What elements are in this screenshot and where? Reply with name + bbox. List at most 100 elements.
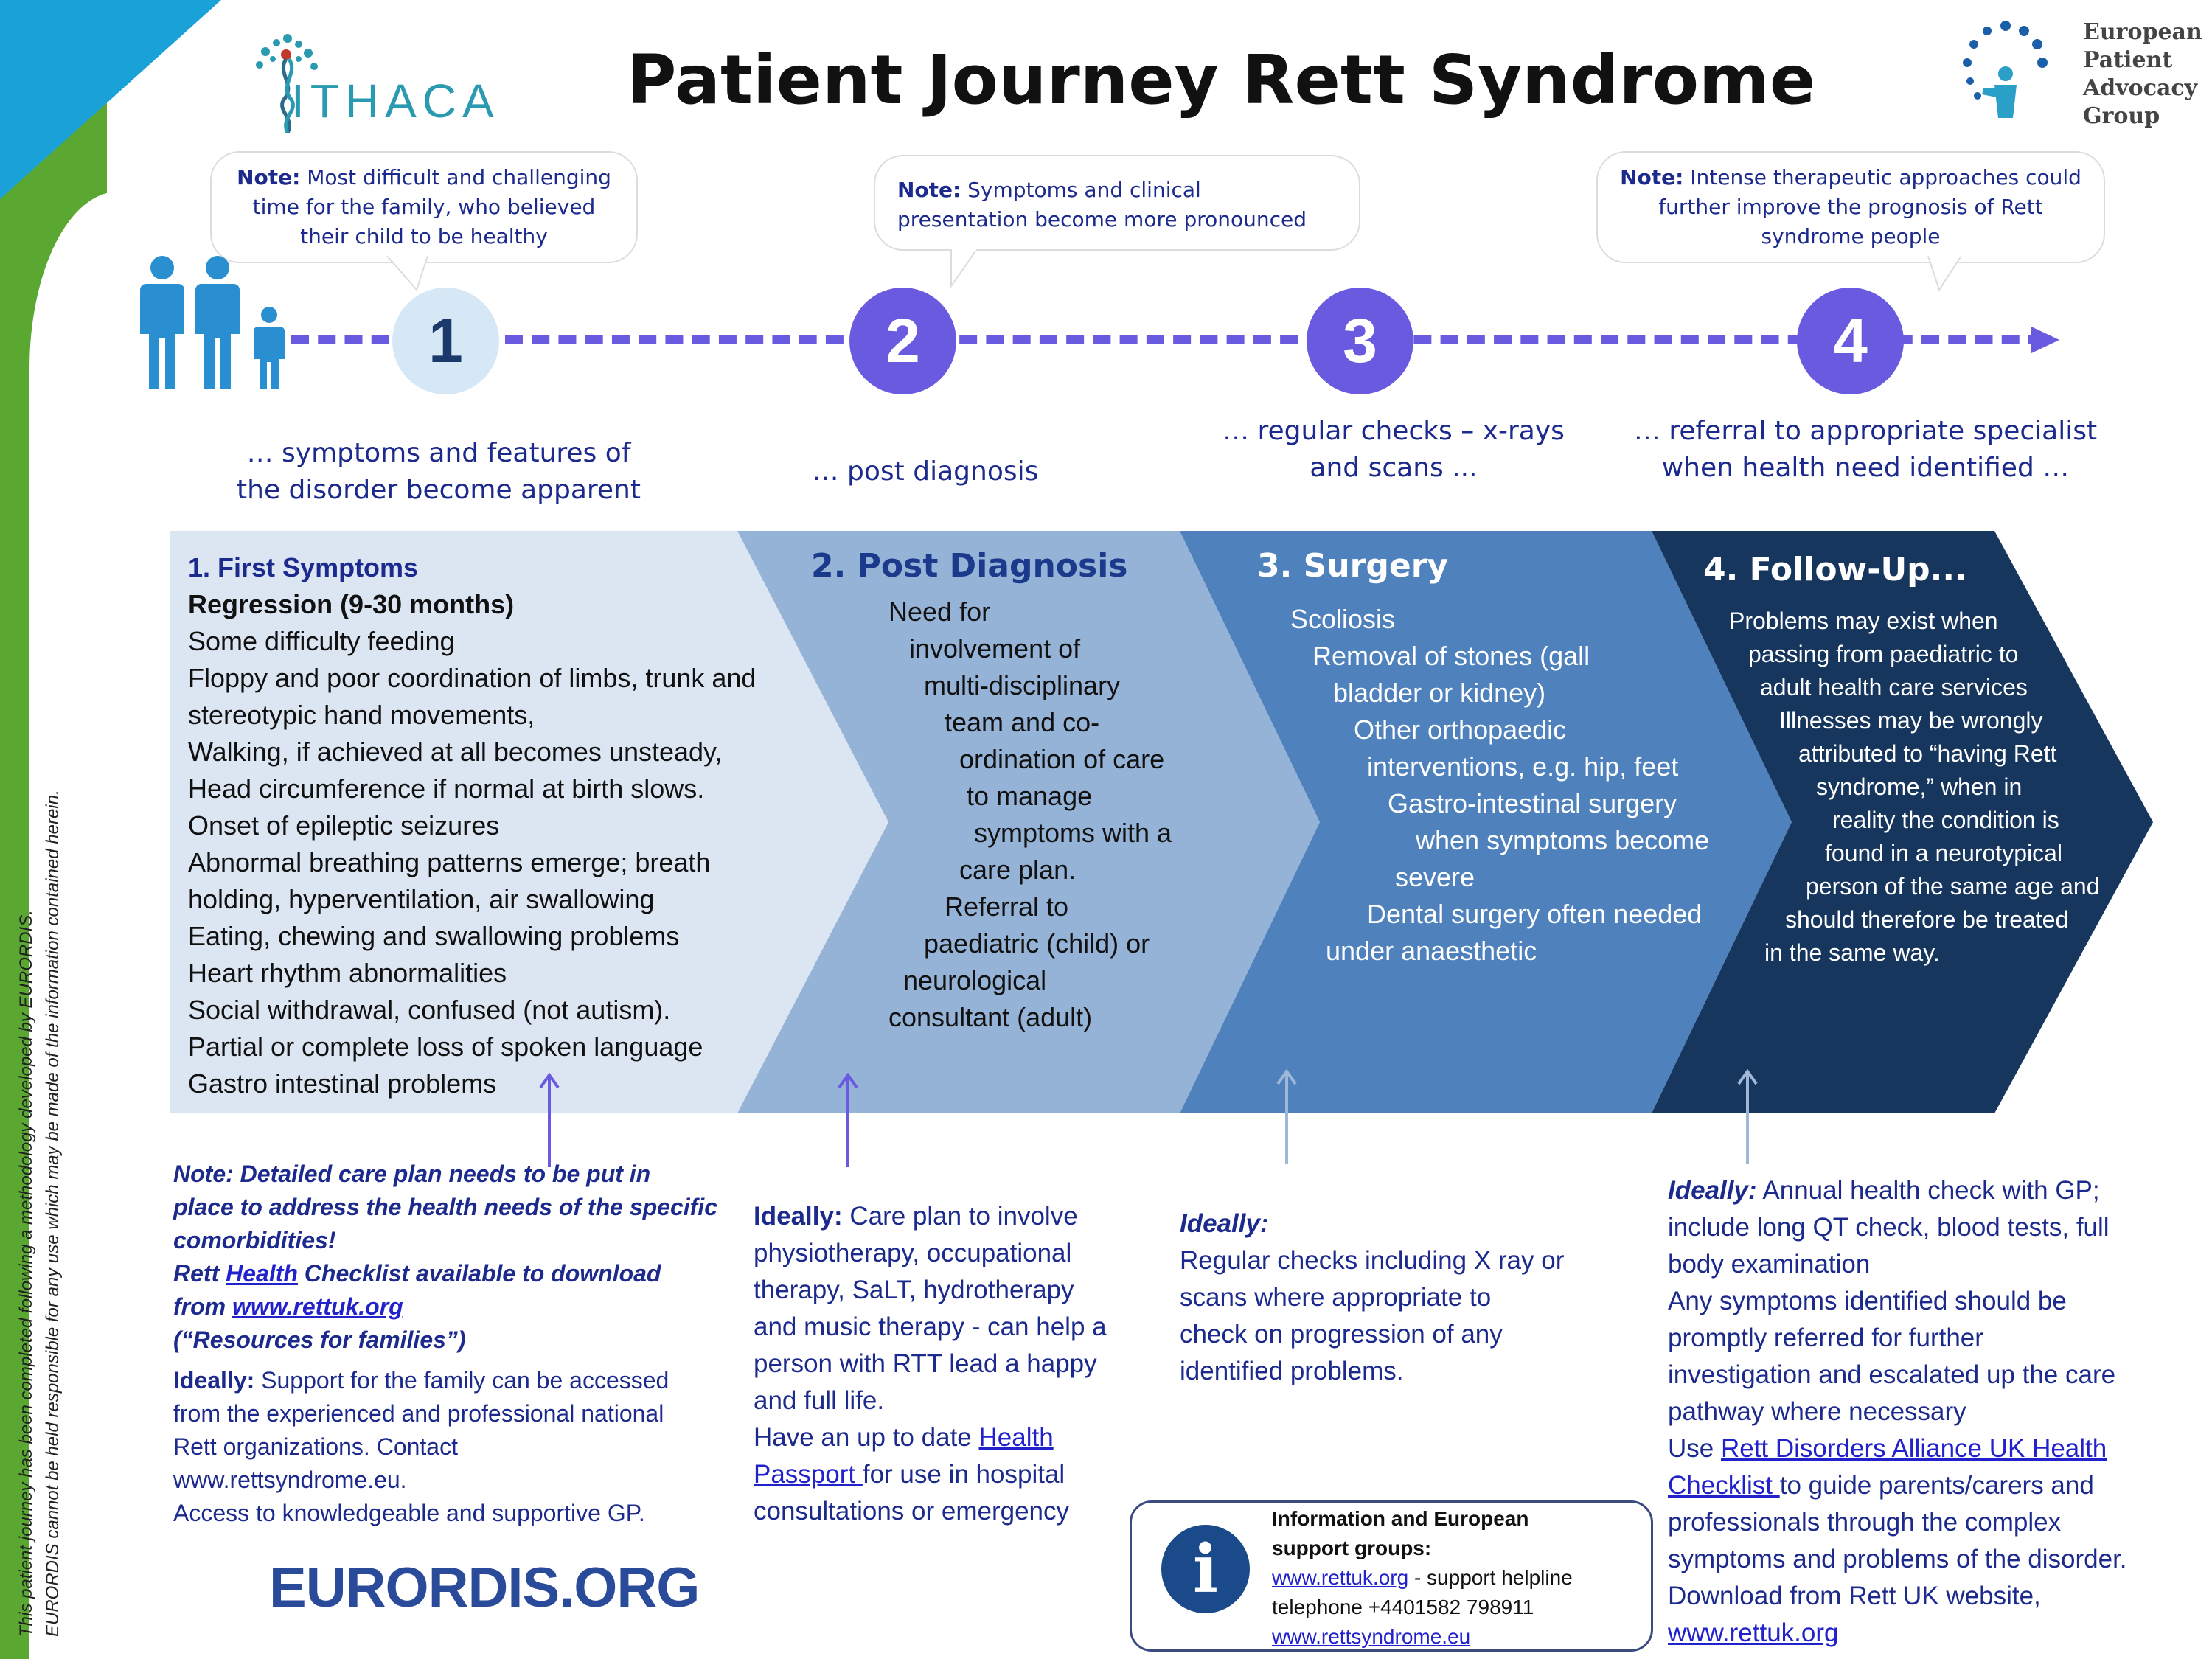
- col1-ideally-line: from the experienced and professional na…: [173, 1400, 664, 1427]
- panel-2-line: involvement of: [909, 633, 1081, 664]
- col4-tail-line: symptoms and problems of the disorder.: [1668, 1545, 2127, 1573]
- info-rettuk-link[interactable]: www.rettuk.org: [1272, 1566, 1409, 1589]
- info-title-line: support groups:: [1272, 1537, 1432, 1559]
- panel-1-line: stereotypic hand movements,: [188, 700, 535, 730]
- info-phone: telephone +4401582 798911: [1272, 1596, 1534, 1618]
- panel-1-line: Abnormal breathing patterns emerge; brea…: [188, 847, 711, 877]
- bottom-col-1: Note: Detailed care plan needs to be put…: [173, 1158, 763, 1530]
- col2-line: Care plan to involve: [842, 1202, 1078, 1231]
- epag-word-2: Patient: [2083, 47, 2173, 73]
- panel-4-line: Illnesses may be wrongly: [1779, 707, 2043, 734]
- panel-4-line: in the same way.: [1764, 939, 1940, 966]
- panel-2-line: care plan.: [959, 855, 1077, 885]
- timeline-arrowhead: [2031, 327, 2059, 353]
- chevron-process: [170, 531, 2153, 1113]
- note-label-1: Note:: [237, 165, 301, 189]
- panel-2-line: paediatric (child) or: [924, 928, 1150, 959]
- panel-4-line: passing from paediatric to: [1748, 641, 2019, 667]
- panel-2-line: consultant (adult): [888, 1002, 1093, 1032]
- col3-line: identified problems.: [1180, 1357, 1404, 1385]
- panel-2-title: 2. Post Diagnosis: [811, 547, 1128, 585]
- panel-4-line: attributed to “having Rett: [1798, 740, 2057, 767]
- bubble-tail-2: [950, 248, 978, 288]
- health-passport-link-cont[interactable]: Passport: [754, 1460, 863, 1489]
- step-1-caption-line-1: … symptoms and features of: [246, 438, 631, 468]
- col2-passport-last: consultations or emergency: [754, 1497, 1069, 1526]
- health-checklist-link[interactable]: Health: [226, 1260, 298, 1287]
- ithaca-wordmark: ITHACA: [291, 74, 500, 128]
- panel-1-line: Head circumference if normal at birth sl…: [188, 773, 705, 804]
- step-3-caption-line-1: … regular checks – x-rays: [1222, 416, 1565, 446]
- panel-1-subtitle: Regression (9-30 months): [188, 589, 515, 619]
- rett-alliance-checklist-link-cont[interactable]: Checklist: [1668, 1471, 1780, 1500]
- panel-3-line: Removal of stones (gall: [1312, 641, 1590, 671]
- col1-note-line: Note: Detailed care plan needs to be put…: [173, 1161, 651, 1187]
- step-1-caption-line-2: the disorder become apparent: [237, 475, 641, 505]
- col2-passport-suffix: for use in hospital: [862, 1460, 1065, 1489]
- note-bubble-2: Note: Symptoms and clinical presentation…: [874, 155, 1360, 251]
- panel-2-line: ordination of care: [959, 744, 1165, 774]
- bottom-col-3: Ideally: Regular checks including X ray …: [1180, 1206, 1607, 1390]
- step-circle-1: 1: [392, 288, 499, 394]
- col1-ideally-line: Access to knowledgeable and supportive G…: [173, 1500, 645, 1526]
- note-text-2: Symptoms and clinical presentation becom…: [897, 178, 1307, 232]
- col2-line: physiotherapy, occupational: [754, 1239, 1072, 1267]
- panel-1-line: Heart rhythm abnormalities: [188, 958, 507, 988]
- step-circle-3: 3: [1307, 288, 1413, 394]
- col4-line: include long QT check, blood tests, full: [1668, 1213, 2110, 1242]
- panel-1-line: Floppy and poor coordination of limbs, t…: [188, 663, 757, 693]
- step-caption-4: … referral to appropriate specialist whe…: [1615, 413, 2116, 487]
- info-icon: i: [1161, 1525, 1250, 1613]
- up-arrow-4: [1737, 1069, 1758, 1164]
- info-rettsyndrome-link[interactable]: www.rettsyndrome.eu: [1272, 1625, 1471, 1648]
- panel-2-text: Need for involvement of multi-disciplina…: [888, 594, 1228, 1036]
- rettuk-link[interactable]: www.rettuk.org: [232, 1293, 403, 1320]
- rett-alliance-checklist-link[interactable]: Rett Disorders Alliance UK Health: [1720, 1434, 2107, 1463]
- panel-1-line: Partial or complete loss of spoken langu…: [188, 1032, 703, 1062]
- panel-4-line: adult health care services: [1760, 674, 2028, 700]
- epag-word-3: Advocacy: [2083, 75, 2198, 101]
- info-box-text: Information and European support groups:…: [1272, 1504, 1641, 1652]
- family-icon: [140, 256, 285, 389]
- col4-use-suffix: to guide parents/carers and: [1779, 1471, 2094, 1500]
- panel-2-line: team and co-: [945, 707, 1100, 737]
- rettuk-website-link[interactable]: www.rettuk.org: [1668, 1618, 1839, 1647]
- panel-1-line: Some difficulty feeding: [188, 626, 455, 656]
- step-circle-4: 4: [1797, 288, 1904, 394]
- col4-tail-line: Download from Rett UK website,: [1668, 1582, 2041, 1610]
- panel-2-line: neurological: [903, 965, 1047, 995]
- panel-1-line: Gastro intestinal problems: [188, 1068, 497, 1099]
- col4-line: investigation and escalated up the care: [1668, 1360, 2116, 1389]
- step-caption-2: … post diagnosis: [767, 453, 1084, 490]
- step-caption-3: … regular checks – x-rays and scans ...: [1187, 413, 1600, 487]
- eurordis-logo: EURORDIS.ORG: [269, 1557, 700, 1619]
- col2-line: and full life.: [754, 1386, 885, 1415]
- panel-2-line: to manage: [967, 781, 1093, 811]
- panel-1-line: Onset of epileptic seizures: [188, 810, 500, 841]
- panel-1-line: Walking, if achieved at all becomes unst…: [188, 737, 723, 767]
- panel-1-line: holding, hyperventilation, air swallowin…: [188, 884, 655, 914]
- up-arrow-3: [1276, 1069, 1297, 1164]
- side-blue-corner: [0, 0, 221, 199]
- info-helpline-text: - support helpline: [1408, 1566, 1573, 1589]
- col2-passport-prefix: Have an up to date: [754, 1423, 979, 1452]
- col1-from-prefix: from: [173, 1293, 232, 1320]
- panel-3-line: bladder or kidney): [1333, 678, 1546, 708]
- health-passport-link[interactable]: Health: [978, 1423, 1054, 1452]
- panel-3-line: when symptoms become: [1416, 825, 1710, 855]
- info-title-line: Information and European: [1272, 1507, 1529, 1530]
- col4-line: Annual health check with GP;: [1756, 1176, 2100, 1205]
- panel-2-line: Referral to: [945, 891, 1069, 922]
- col4-tail-line: professionals through the complex: [1668, 1508, 2062, 1537]
- disclaimer-line-1: This patient journey has been completed …: [16, 910, 36, 1637]
- chevron-2: [737, 531, 1320, 1113]
- panel-3-line: under anaesthetic: [1326, 936, 1537, 966]
- timeline-line: [291, 335, 2046, 344]
- epag-logo: [1963, 21, 2048, 118]
- panel-2-line: Need for: [888, 597, 991, 627]
- col4-line: Any symptoms identified should be: [1668, 1287, 2067, 1315]
- col3-line: check on progression of any: [1180, 1320, 1503, 1349]
- col4-line: pathway where necessary: [1668, 1397, 1966, 1426]
- panel-4-title: 4. Follow-Up...: [1703, 551, 1967, 588]
- panel-4-line: syndrome,” when in: [1816, 773, 2023, 800]
